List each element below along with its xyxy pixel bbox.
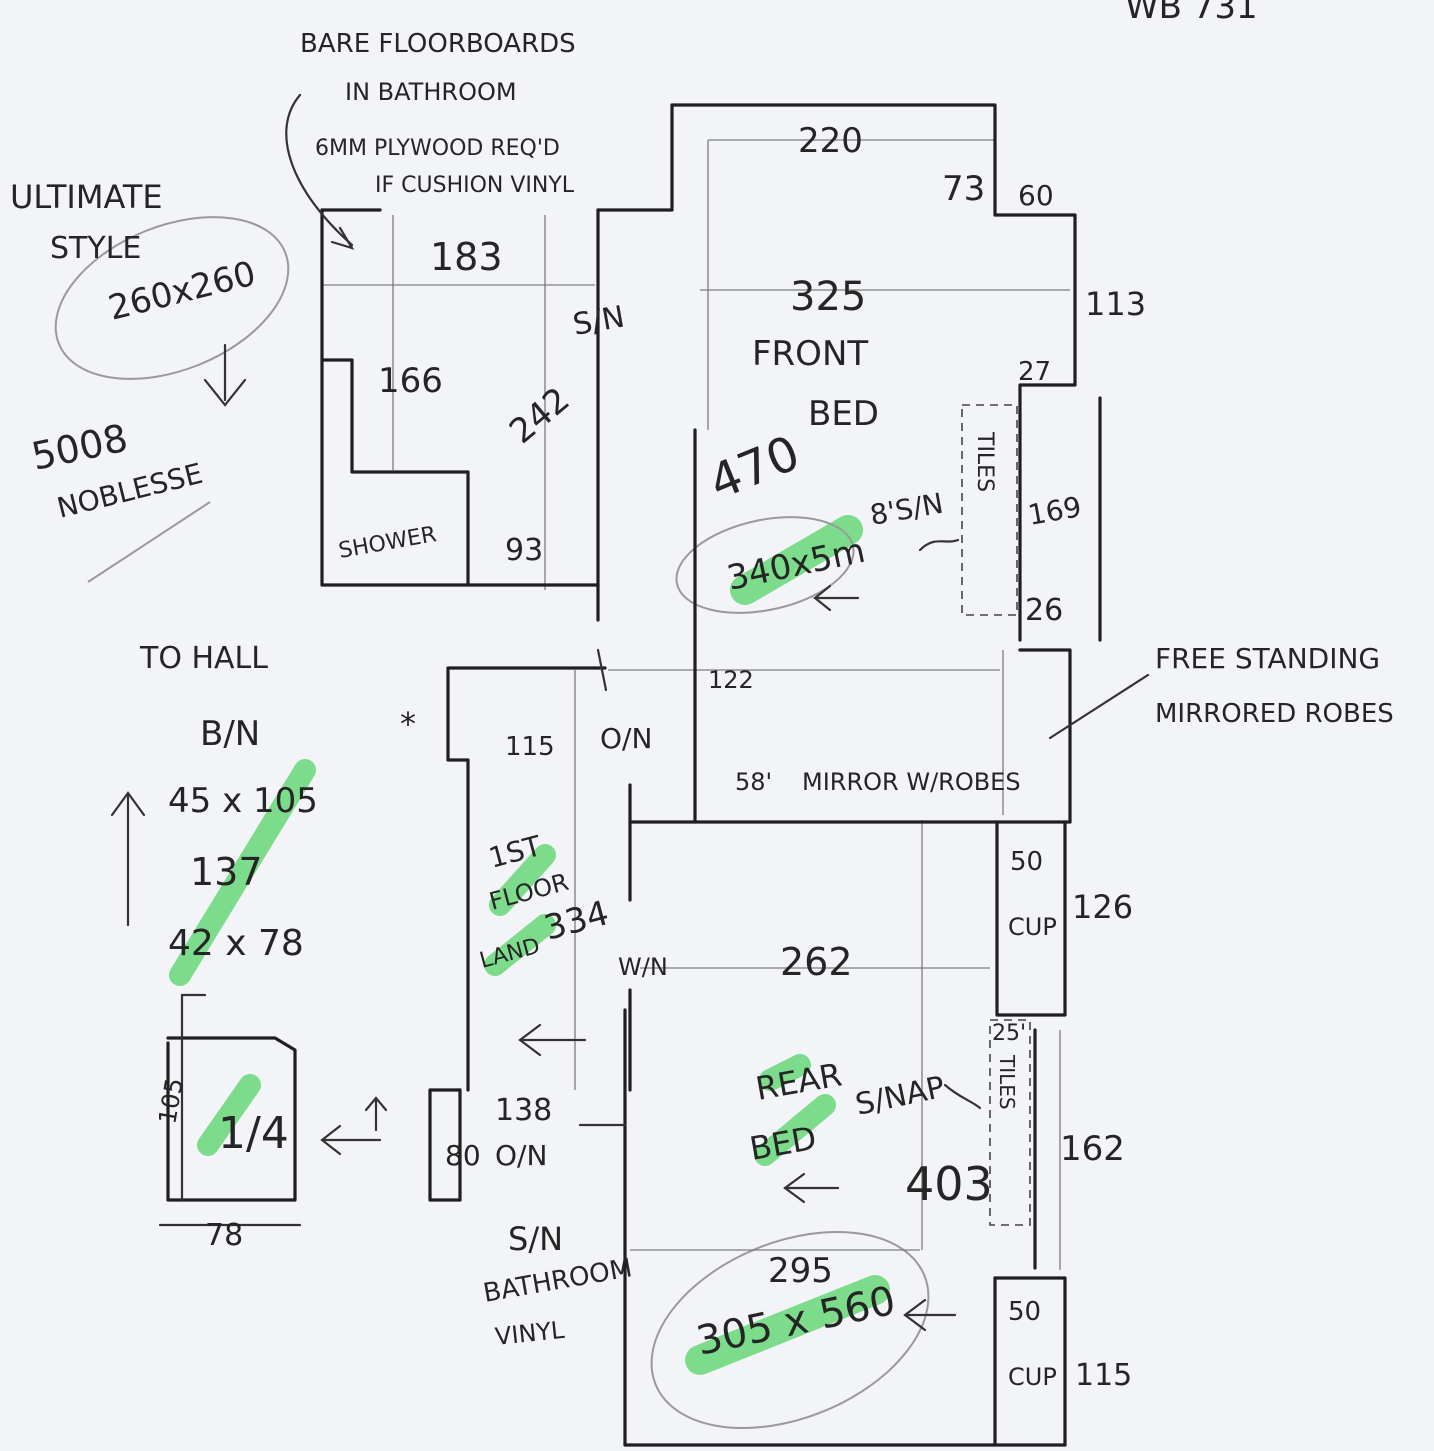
cupboard-step: 1/4 (218, 1108, 289, 1159)
highlight-front-bed-size (730, 515, 863, 605)
star-mark: * (400, 705, 416, 743)
free-standing: FREE STANDING (1155, 642, 1380, 675)
dim-183: 183 (430, 235, 503, 279)
note-bathroom-4: IF CUSHION VINYL (375, 173, 575, 198)
dim-50b: 50 (1008, 1297, 1041, 1327)
mirror-robes: MIRROR W/ROBES (802, 768, 1021, 796)
hall-42x78: 42 x 78 (168, 923, 304, 964)
dim-166: 166 (378, 361, 443, 401)
dim-25: 25' (992, 1021, 1026, 1046)
dim-73: 73 (942, 169, 985, 209)
mirrored-robes: MIRRORED ROBES (1155, 699, 1394, 729)
front-label: FRONT (752, 334, 868, 374)
tile-areas (961, 404, 1031, 1226)
dim-58: 58' (735, 768, 772, 796)
note-ultimate: ULTIMATE (10, 178, 163, 216)
to-hall: TO HALL (139, 641, 268, 676)
rear-bed-label: BED (747, 1119, 819, 1168)
dim-115a: 115 (505, 732, 555, 762)
cup-b: CUP (1008, 1363, 1057, 1391)
tiles-front: TILES (972, 431, 997, 492)
dim-27: 27 (1018, 357, 1051, 387)
opening-wn: W/N (618, 953, 668, 981)
front-size: 340x5m (724, 531, 869, 599)
roll-size-circle (54, 216, 290, 380)
dim-334: 334 (540, 893, 613, 948)
shower-label: SHOWER (337, 522, 439, 564)
tiles-box-rear (989, 1019, 1031, 1226)
dimension-guides (322, 139, 1070, 1270)
note-bathroom-1: BARE FLOORBOARDS (300, 29, 576, 59)
dim-169: 169 (1025, 490, 1083, 532)
opening-on: O/N (600, 722, 652, 755)
pencil-circles (54, 216, 930, 1430)
front-size-circle (675, 516, 855, 614)
notes: WB 731 BARE FLOORBOARDS IN BATHROOM 6MM … (10, 0, 1394, 1393)
front-bed-label: BED (808, 394, 879, 434)
arrows (87, 93, 1150, 1332)
dim-220: 220 (798, 121, 863, 161)
dim-50a: 50 (1010, 847, 1043, 877)
dim-80: 80 (445, 1139, 481, 1172)
dim-138: 138 (495, 1093, 552, 1128)
highlight-rear (759, 1054, 811, 1091)
hall-cupboard (158, 993, 302, 1227)
dim-60: 60 (1018, 179, 1054, 212)
note-bathroom-3: 6MM PLYWOOD REQ'D (315, 136, 560, 161)
opening-on-stair: O/N (495, 1139, 547, 1172)
dim-113a: 113 (1085, 285, 1146, 323)
opening-sn-front: 8'S/N (867, 487, 945, 532)
dim-242: 242 (502, 380, 577, 452)
dim-126: 126 (1072, 888, 1133, 926)
dim-26: 26 (1025, 593, 1063, 628)
bath-vinyl: VINYL (494, 1316, 567, 1351)
corner-ref: WB 731 (1125, 0, 1258, 27)
tiles-box-front (961, 404, 1018, 616)
hall-137: 137 (190, 850, 263, 894)
dim-295: 295 (768, 1251, 833, 1291)
highlight-hall-dims (169, 759, 316, 986)
highlight-land (484, 914, 556, 976)
product-code: 5008 (28, 416, 132, 479)
cup-a: CUP (1008, 913, 1057, 941)
dim-262: 262 (780, 940, 853, 984)
dim-403: 403 (905, 1157, 993, 1211)
highlight-bed (754, 1094, 836, 1166)
dim-470: 470 (702, 425, 808, 511)
dim-325: 325 (790, 274, 866, 320)
bath-sn: S/N (508, 1220, 563, 1258)
bath-label: BATHROOM (481, 1253, 634, 1309)
hall-bn: B/N (200, 714, 260, 754)
dim-115b: 115 (1075, 1358, 1132, 1393)
cupboard-78: 78 (205, 1218, 243, 1253)
rear-size-circle (650, 1230, 930, 1430)
highlight-step (197, 1074, 261, 1156)
note-style: STYLE (50, 231, 141, 266)
tiles-rear: TILES (995, 1054, 1019, 1110)
opening-sn-bath: S/N (570, 299, 627, 342)
hall-45x105: 45 x 105 (168, 781, 318, 821)
note-bathroom-2: IN BATHROOM (345, 78, 517, 106)
highlighter-marks (169, 515, 890, 1375)
cupboard-105: 105 (153, 1076, 189, 1126)
opening-snap: S/NAP (852, 1070, 948, 1123)
dim-162: 162 (1060, 1129, 1125, 1169)
walls (320, 103, 1102, 1447)
dim-122: 122 (708, 666, 754, 694)
dim-93: 93 (505, 533, 543, 568)
highlight-first-floor (489, 844, 556, 916)
highlight-rear-bed-size (685, 1275, 890, 1375)
